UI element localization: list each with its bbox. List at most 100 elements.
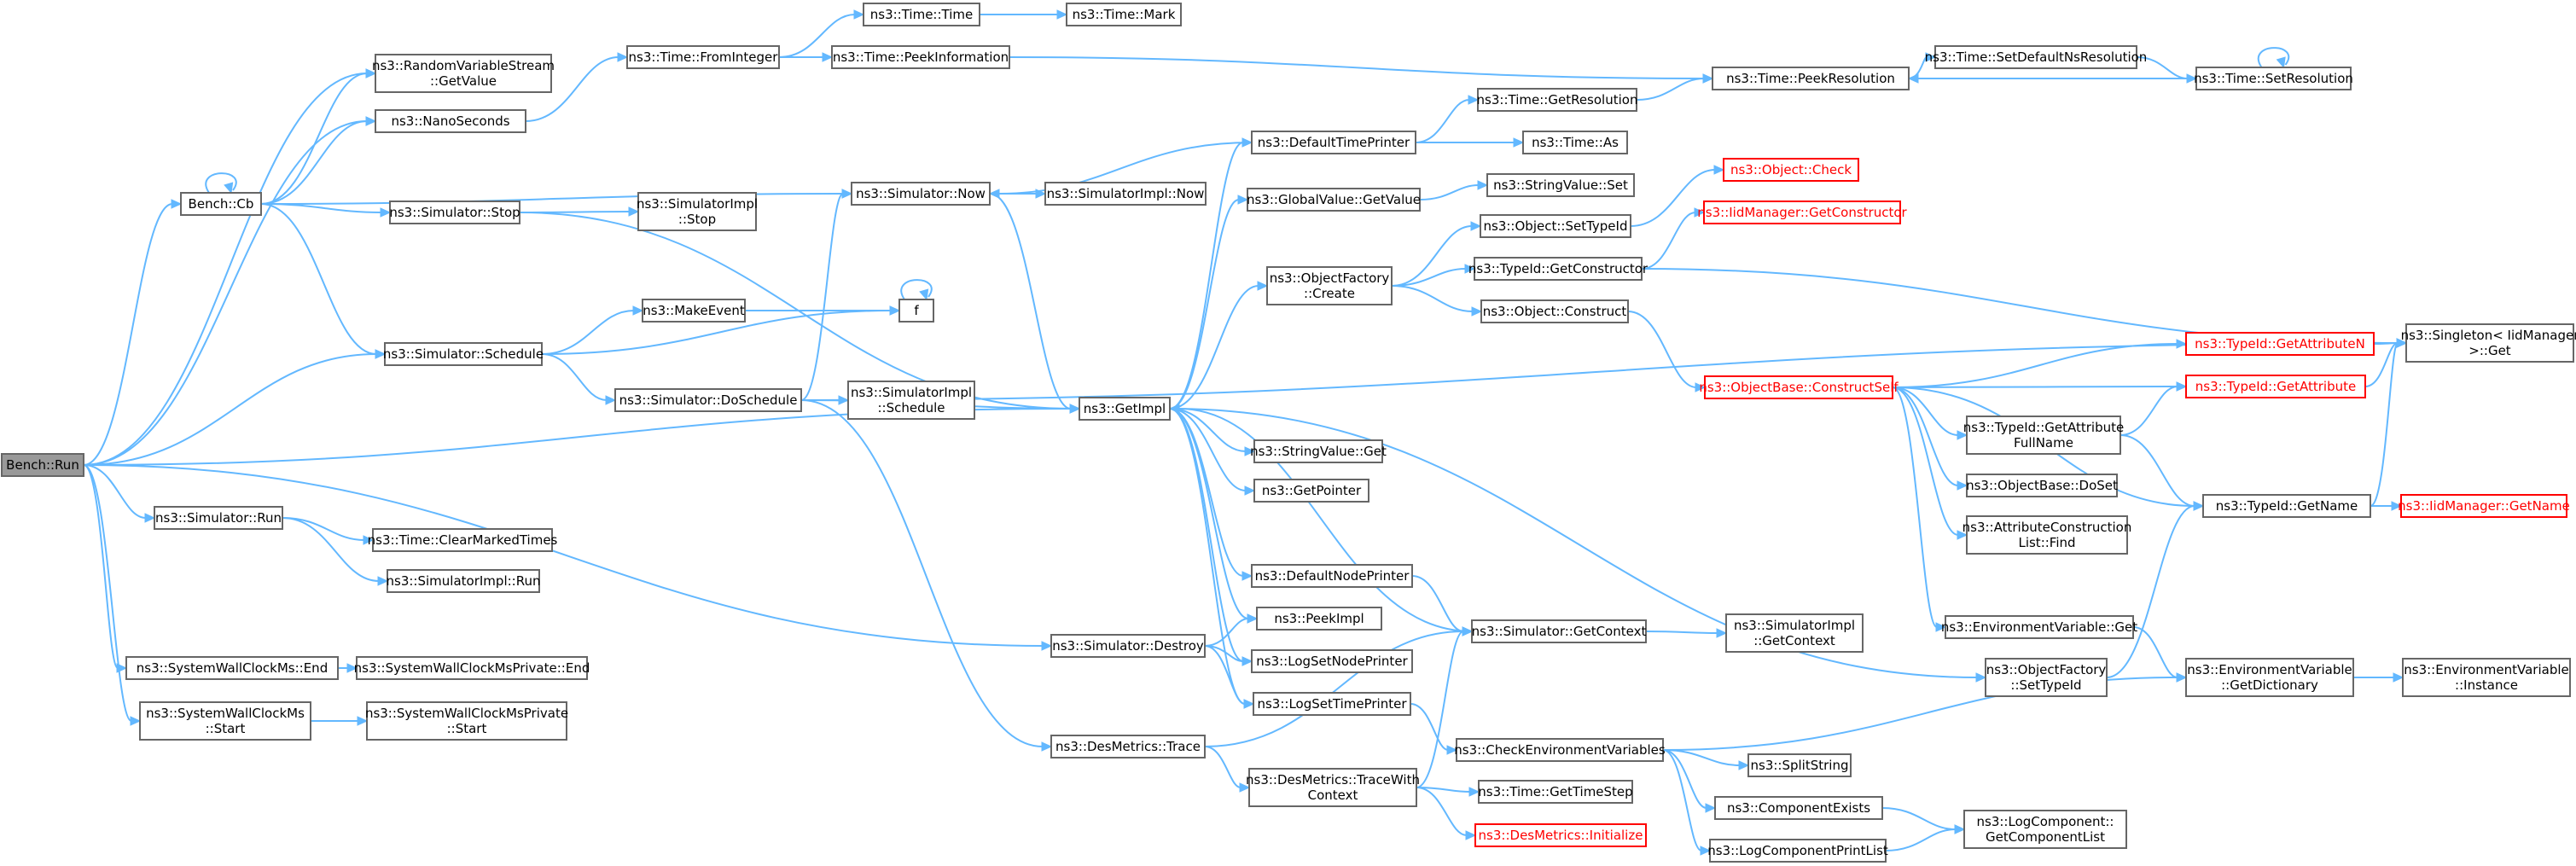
node-box (125, 656, 339, 680)
function-node-svget[interactable]: ns3::StringValue::Get (1250, 439, 1387, 463)
function-node-iidgetname[interactable]: ns3::IidManager::GetName (2398, 494, 2570, 518)
function-node-nano[interactable]: ns3::NanoSeconds (375, 109, 526, 133)
function-node-simnow[interactable]: ns3::Simulator::Now (851, 182, 991, 206)
function-node-splitstring[interactable]: ns3::SplitString (1747, 753, 1852, 777)
node-label: ns3::RandomVariableStream (372, 58, 555, 73)
function-node-tgetres[interactable]: ns3::Time::GetResolution (1477, 88, 1638, 112)
node-label: ns3::DesMetrics::Trace (1055, 739, 1201, 754)
function-node-ofcreate[interactable]: ns3::ObjectFactory::Create (1266, 266, 1393, 305)
function-node-tidgetattrn[interactable]: ns3::TypeId::GetAttributeN (2185, 332, 2375, 356)
call-edge (1416, 787, 1480, 797)
function-node-tgettimestep[interactable]: ns3::Time::GetTimeStep (1478, 780, 1633, 804)
function-node-cb[interactable]: Bench::Cb (180, 192, 262, 216)
function-node-tidgetname[interactable]: ns3::TypeId::GetName (2202, 494, 2371, 518)
function-node-simdestroy[interactable]: ns3::Simulator::Destroy (1050, 634, 1206, 658)
node-label: ns3::ObjectBase::ConstructSelf (1699, 380, 1899, 395)
call-edge (1204, 746, 1251, 793)
function-node-swcstart[interactable]: ns3::SystemWallClockMs::Start (139, 701, 311, 741)
node-label: ns3::NanoSeconds (391, 113, 509, 129)
call-edge (1169, 408, 1256, 496)
function-node-objconstruct[interactable]: ns3::Object::Construct (1480, 299, 1629, 323)
node-box (1066, 3, 1182, 26)
function-node-simdosched[interactable]: ns3::Simulator::DoSchedule (614, 388, 802, 412)
function-node-swcpend[interactable]: ns3::SystemWallClockMsPrivate::End (354, 656, 590, 680)
node-label: ns3::EnvironmentVariable (2404, 662, 2568, 677)
function-node-defnp[interactable]: ns3::DefaultNodePrinter (1251, 564, 1413, 588)
function-node-tsetres[interactable]: ns3::Time::SetResolution (2194, 67, 2353, 90)
function-node-objsettid[interactable]: ns3::Object::SetTypeId (1480, 214, 1631, 238)
node-box (2195, 67, 2352, 90)
function-node-singleton[interactable]: ns3::Singleton< IidManager>::Get (2401, 323, 2576, 363)
node-label: ns3::SystemWallClockMs (146, 706, 305, 721)
node-label: ns3::Simulator::GetContext (1472, 624, 1647, 639)
function-node-f[interactable]: f (898, 299, 934, 323)
function-node-objcheck[interactable]: ns3::Object::Check (1723, 158, 1859, 182)
function-node-dmtrace[interactable]: ns3::DesMetrics::Trace (1050, 735, 1206, 758)
node-label: Context (1308, 788, 1358, 803)
call-edge (83, 464, 142, 726)
function-node-lcprint[interactable]: ns3::LogComponentPrintList (1707, 839, 1888, 863)
function-node-obconstructself[interactable]: ns3::ObjectBase::ConstructSelf (1699, 375, 1899, 399)
function-node-tpeekres[interactable]: ns3::Time::PeekResolution (1712, 67, 1910, 90)
function-node-swcpstart[interactable]: ns3::SystemWallClockMsPrivate::Start (365, 701, 568, 741)
function-node-simimplnow[interactable]: ns3::SimulatorImpl::Now (1044, 182, 1207, 206)
function-node-simsched[interactable]: ns3::Simulator::Schedule (383, 342, 544, 366)
function-node-tmark[interactable]: ns3::Time::Mark (1066, 3, 1182, 26)
function-node-obdoset[interactable]: ns3::ObjectBase::DoSet (1966, 474, 2118, 497)
function-node-envget[interactable]: ns3::EnvironmentVariable::Get (1941, 615, 2137, 639)
function-node-simimplstop[interactable]: ns3::SimulatorImpl::Stop (637, 192, 758, 231)
function-node-simimplrun[interactable]: ns3::SimulatorImpl::Run (387, 569, 541, 593)
function-node-gvget[interactable]: ns3::GlobalValue::GetValue (1247, 188, 1421, 212)
node-label: ns3::Time::PeekInformation (833, 49, 1009, 65)
function-node-tclear[interactable]: ns3::Time::ClearMarkedTimes (368, 528, 558, 552)
function-node-envgetdict[interactable]: ns3::EnvironmentVariable::GetDictionary (2185, 658, 2354, 697)
function-node-ofsettid[interactable]: ns3::ObjectFactory::SetTypeId (1985, 658, 2108, 697)
function-node-lcgetlist[interactable]: ns3::LogComponent::GetComponentList (1963, 810, 2127, 849)
function-node-tas[interactable]: ns3::Time::As (1522, 131, 1628, 154)
function-node-getpointer[interactable]: ns3::GetPointer (1253, 479, 1369, 503)
call-edge (310, 716, 369, 726)
node-label: ns3::Simulator::Schedule (383, 346, 544, 362)
node-box (180, 192, 262, 216)
node-label: ns3::StringValue::Get (1250, 444, 1387, 459)
function-node-envinst[interactable]: ns3::EnvironmentVariable::Instance (2402, 658, 2571, 697)
function-node-tsetdef[interactable]: ns3::Time::SetDefaultNsResolution (1925, 45, 2148, 69)
function-node-iidgetctor[interactable]: ns3::IidManager::GetConstructor (1697, 201, 1908, 224)
function-node-compexists[interactable]: ns3::ComponentExists (1714, 796, 1883, 820)
function-node-dminit[interactable]: ns3::DesMetrics::Initialize (1474, 823, 1647, 847)
call-edge (1630, 165, 1725, 227)
call-edge (1416, 626, 1474, 788)
node-box (637, 192, 757, 231)
function-node-run[interactable]: Bench::Run (1, 453, 84, 477)
function-node-getimpl[interactable]: ns3::GetImpl (1079, 397, 1171, 421)
function-node-simimplgetctx[interactable]: ns3::SimulatorImpl::GetContext (1725, 613, 1864, 653)
function-node-deftp[interactable]: ns3::DefaultTimePrinter (1251, 131, 1416, 154)
node-label: ns3::Time::Mark (1073, 7, 1176, 22)
function-node-tidgetctor[interactable]: ns3::TypeId::GetConstructor (1468, 257, 1649, 281)
call-edge (1892, 387, 1968, 540)
function-node-simimplsched[interactable]: ns3::SimulatorImpl::Schedule (847, 381, 975, 420)
function-node-simgetctx[interactable]: ns3::Simulator::GetContext (1471, 619, 1647, 643)
function-node-tpeekinfo[interactable]: ns3::Time::PeekInformation (831, 45, 1010, 69)
function-node-swcend[interactable]: ns3::SystemWallClockMs::End (125, 656, 339, 680)
function-node-rvs[interactable]: ns3::RandomVariableStream::GetValue (372, 54, 555, 93)
function-node-fromint[interactable]: ns3::Time::FromInteger (626, 45, 780, 69)
function-node-checkenv[interactable]: ns3::CheckEnvironmentVariables (1454, 738, 1666, 762)
call-edge (1892, 387, 1968, 491)
function-node-ttime[interactable]: ns3::Time::Time (863, 3, 980, 26)
node-label: ns3::ObjectFactory (1270, 270, 1390, 286)
function-node-simrun[interactable]: ns3::Simulator::Run (154, 506, 283, 530)
function-node-svset[interactable]: ns3::StringValue::Set (1486, 173, 1635, 197)
function-node-tidgetattr[interactable]: ns3::TypeId::GetAttribute (2185, 375, 2366, 398)
function-node-makeevent[interactable]: ns3::MakeEvent (642, 299, 746, 323)
function-node-logsettp[interactable]: ns3::LogSetTimePrinter (1253, 692, 1411, 716)
function-node-peekimpl[interactable]: ns3::PeekImpl (1256, 607, 1382, 631)
call-edge (988, 142, 1253, 199)
function-node-simstop[interactable]: ns3::Simulator::Stop (389, 201, 520, 224)
call-edge (83, 199, 183, 466)
function-node-logsetnp[interactable]: ns3::LogSetNodePrinter (1251, 649, 1413, 673)
node-box (1079, 397, 1171, 421)
